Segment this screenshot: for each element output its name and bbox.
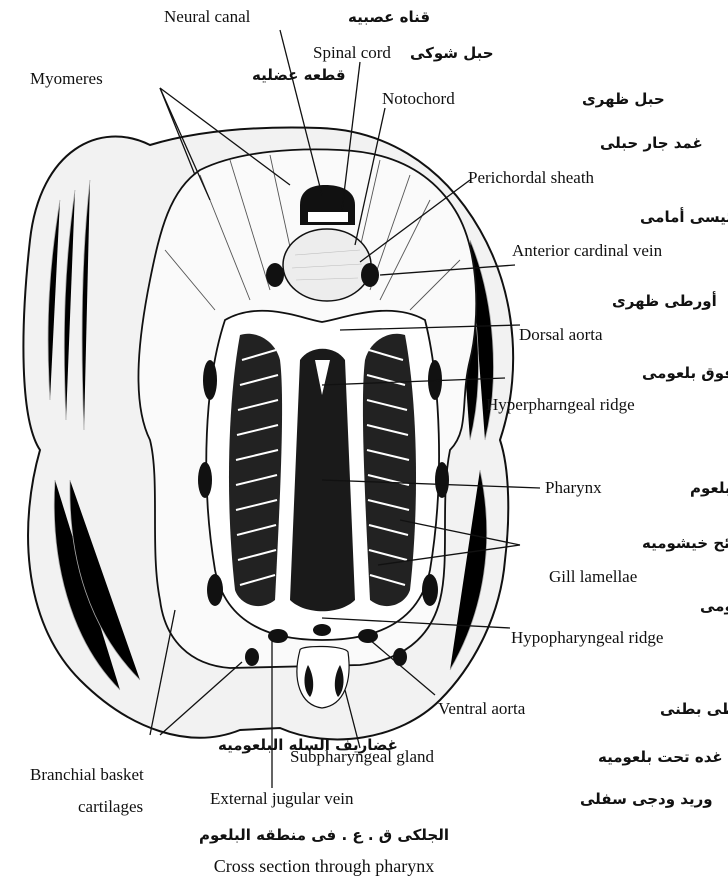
cardinal-vein-right: [361, 263, 379, 287]
label-perichordal-sheath-ar: غمد جار حبلى: [600, 134, 703, 152]
label-notochord-ar: حبل ظهرى: [582, 90, 665, 108]
notochord-shape: [283, 229, 371, 301]
spinal-cord-shape: [308, 212, 348, 222]
label-pharynx-en: Pharynx: [545, 478, 602, 497]
label-hyperpharyngeal-ridge-en: Hyperpharngeal ridge: [486, 395, 635, 414]
caption: الجلكى ق . ع . فى منطقه البلعوم Cross se…: [199, 826, 449, 876]
label-neural-canal-en: Neural canal: [164, 7, 251, 26]
cardinal-vein-left: [266, 263, 284, 287]
label-ventral-aorta-ar: أورطى بطنى: [660, 699, 728, 718]
caption-en: Cross section through pharynx: [214, 856, 434, 876]
label-hypopharyngeal-ridge-en: Hypopharyngeal ridge: [511, 628, 663, 647]
label-subpharyngeal-gland-ar: غده تحت بلعوميه: [598, 748, 723, 766]
gill-lamellae-right: [363, 334, 416, 606]
label-dorsal-aorta-en: Dorsal aorta: [519, 325, 603, 344]
label-spinal-cord-en: Spinal cord: [313, 43, 391, 62]
label-external-jugular-vein-ar: وريد ودجى سفلى: [580, 790, 713, 808]
label-branchial-basket-en-line1: Branchial basket: [30, 765, 144, 784]
label-gill-lamellae-en: Gill lamellae: [549, 567, 637, 586]
gill-lamellae-left: [229, 334, 282, 606]
label-ventral-aorta-en: Ventral aorta: [438, 699, 526, 718]
body-section-illustration: [23, 128, 513, 740]
label-gill-lamellae-ar: صفائح خيشوميه: [642, 534, 728, 552]
label-perichordal-sheath-en: Perichordal sheath: [468, 168, 595, 187]
label-myomeres-en: Myomeres: [30, 69, 103, 88]
label-hypopharyngeal-ridge-ar: حاجز تحت بلعومى: [700, 597, 728, 615]
label-dorsal-aorta-ar: أورطى ظهرى: [612, 291, 717, 310]
label-spinal-cord-ar: حبل شوكى: [410, 44, 494, 62]
label-pharynx-ar: بلعوم: [690, 479, 728, 497]
label-notochord-en: Notochord: [382, 89, 455, 108]
label-neural-canal-ar: قناه عصبيه: [348, 8, 430, 26]
label-branchial-basket-ar: غضاريف السله البلعوميه: [218, 736, 398, 754]
label-anterior-cardinal-vein-ar: وريد رئيسى أمامى: [640, 207, 728, 226]
label-hyperpharyngeal-ridge-ar: حاجز فوق بلعومى: [642, 364, 728, 382]
label-external-jugular-vein-en: External jugular vein: [210, 789, 354, 808]
caption-ar: الجلكى ق . ع . فى منطقه البلعوم: [199, 826, 449, 844]
label-myomeres-ar: قطعه عضليه: [252, 66, 346, 84]
label-anterior-cardinal-vein-en: Anterior cardinal vein: [512, 241, 663, 260]
label-branchial-basket-en-line2: cartilages: [78, 797, 143, 816]
